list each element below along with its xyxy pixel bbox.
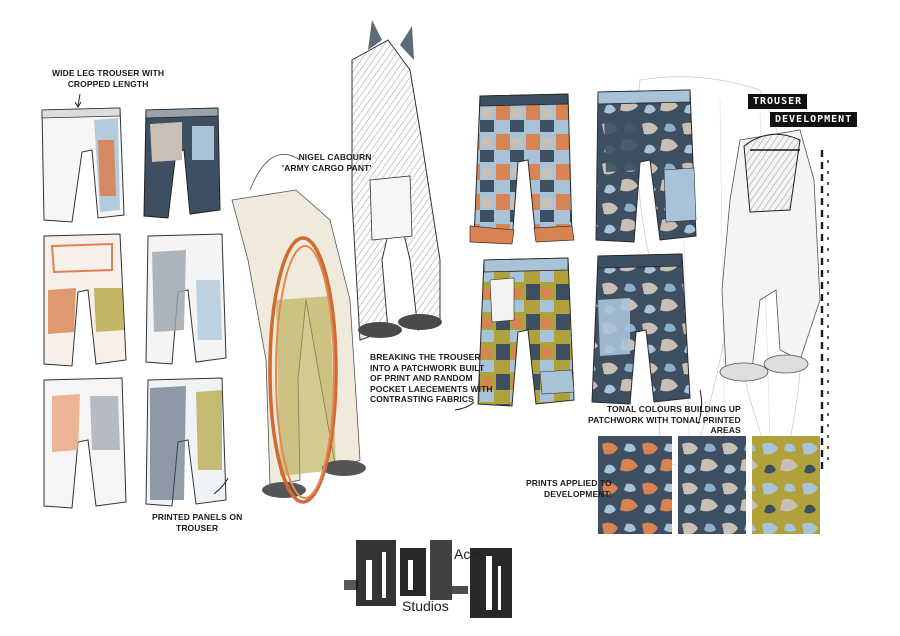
- annotation-line: PRINTS APPLIED TO: [526, 478, 612, 488]
- annotation-line: PRINTED PANELS ON: [152, 512, 243, 522]
- annotation-printed-panels: PRINTED PANELS ON TROUSER: [152, 512, 242, 533]
- annotation-line: OF PRINT AND RANDOM: [370, 373, 473, 383]
- annotation-prints-applied: PRINTS APPLIED TO DEVELOPMENT:: [526, 478, 612, 499]
- annotation-line: CONTRASTING FABRICS: [370, 394, 474, 404]
- annotation-arrows: [74, 93, 703, 495]
- logo-text-acne: Acne: [454, 546, 486, 562]
- annotation-line: NIGEL CABOURN: [298, 152, 372, 162]
- highlight-circle: [268, 236, 338, 504]
- trouser-sketch-6: [145, 377, 227, 507]
- annotation-nigel-cabourn: NIGEL CABOURN 'ARMY CARGO PANT': [282, 152, 372, 173]
- title-stamp-development: DEVELOPMENT: [770, 112, 858, 127]
- logo-text-studios: Studios: [402, 598, 449, 614]
- annotation-line: CROPPED LENGTH: [67, 78, 149, 89]
- annotation-line: BREAKING THE TROUSER: [370, 352, 481, 362]
- trouser-sketch-1: [41, 107, 125, 223]
- print-swatch-mustard: [752, 436, 820, 534]
- decorative-dashes: [820, 150, 829, 470]
- annotation-tonal-colours: TONAL COLOURS BUILDING UP PATCHWORK WITH…: [588, 404, 741, 436]
- annotation-breaking-trouser: BREAKING THE TROUSER INTO A PATCHWORK BU…: [370, 352, 493, 405]
- annotation-line: AREAS: [710, 425, 741, 435]
- annotation-line: DEVELOPMENT:: [543, 488, 612, 499]
- logo-grunge-texture: [344, 540, 512, 618]
- annotation-line: WIDE LEG TROUSER WITH: [52, 68, 165, 78]
- annotation-wide-leg: WIDE LEG TROUSER WITH CROPPED LENGTH: [52, 68, 164, 89]
- trouser-sketch-4: [145, 233, 227, 365]
- trouser-sketch-3: [43, 233, 127, 367]
- figure-sketch-right: [719, 129, 821, 382]
- annotation-line: TONAL COLOURS BUILDING UP: [606, 404, 741, 414]
- annotation-line: INTO A PATCHWORK BUILT: [370, 362, 485, 373]
- annotation-line: TROUSER: [176, 522, 219, 533]
- patchwork-trouser-2: [595, 89, 697, 243]
- trouser-sketch-2: [143, 107, 221, 219]
- print-swatch-navy: [678, 436, 746, 534]
- annotation-line: 'ARMY CARGO PANT': [282, 162, 372, 173]
- print-swatch-orange: [598, 436, 672, 534]
- patchwork-trouser-3: [477, 257, 575, 407]
- title-stamp-trouser: TROUSER: [748, 94, 808, 109]
- annotation-line: PATCHWORK WITH TONAL PRINTED: [588, 414, 741, 425]
- annotation-line: POCKET LAECEMENTS WITH: [370, 383, 493, 394]
- patchwork-trouser-4: [591, 253, 691, 405]
- patchwork-trouser-1: [469, 93, 575, 245]
- figure-sketch-hatched: [351, 20, 442, 341]
- figure-sketch-cargo: [231, 154, 366, 504]
- trouser-sketch-5: [43, 377, 127, 509]
